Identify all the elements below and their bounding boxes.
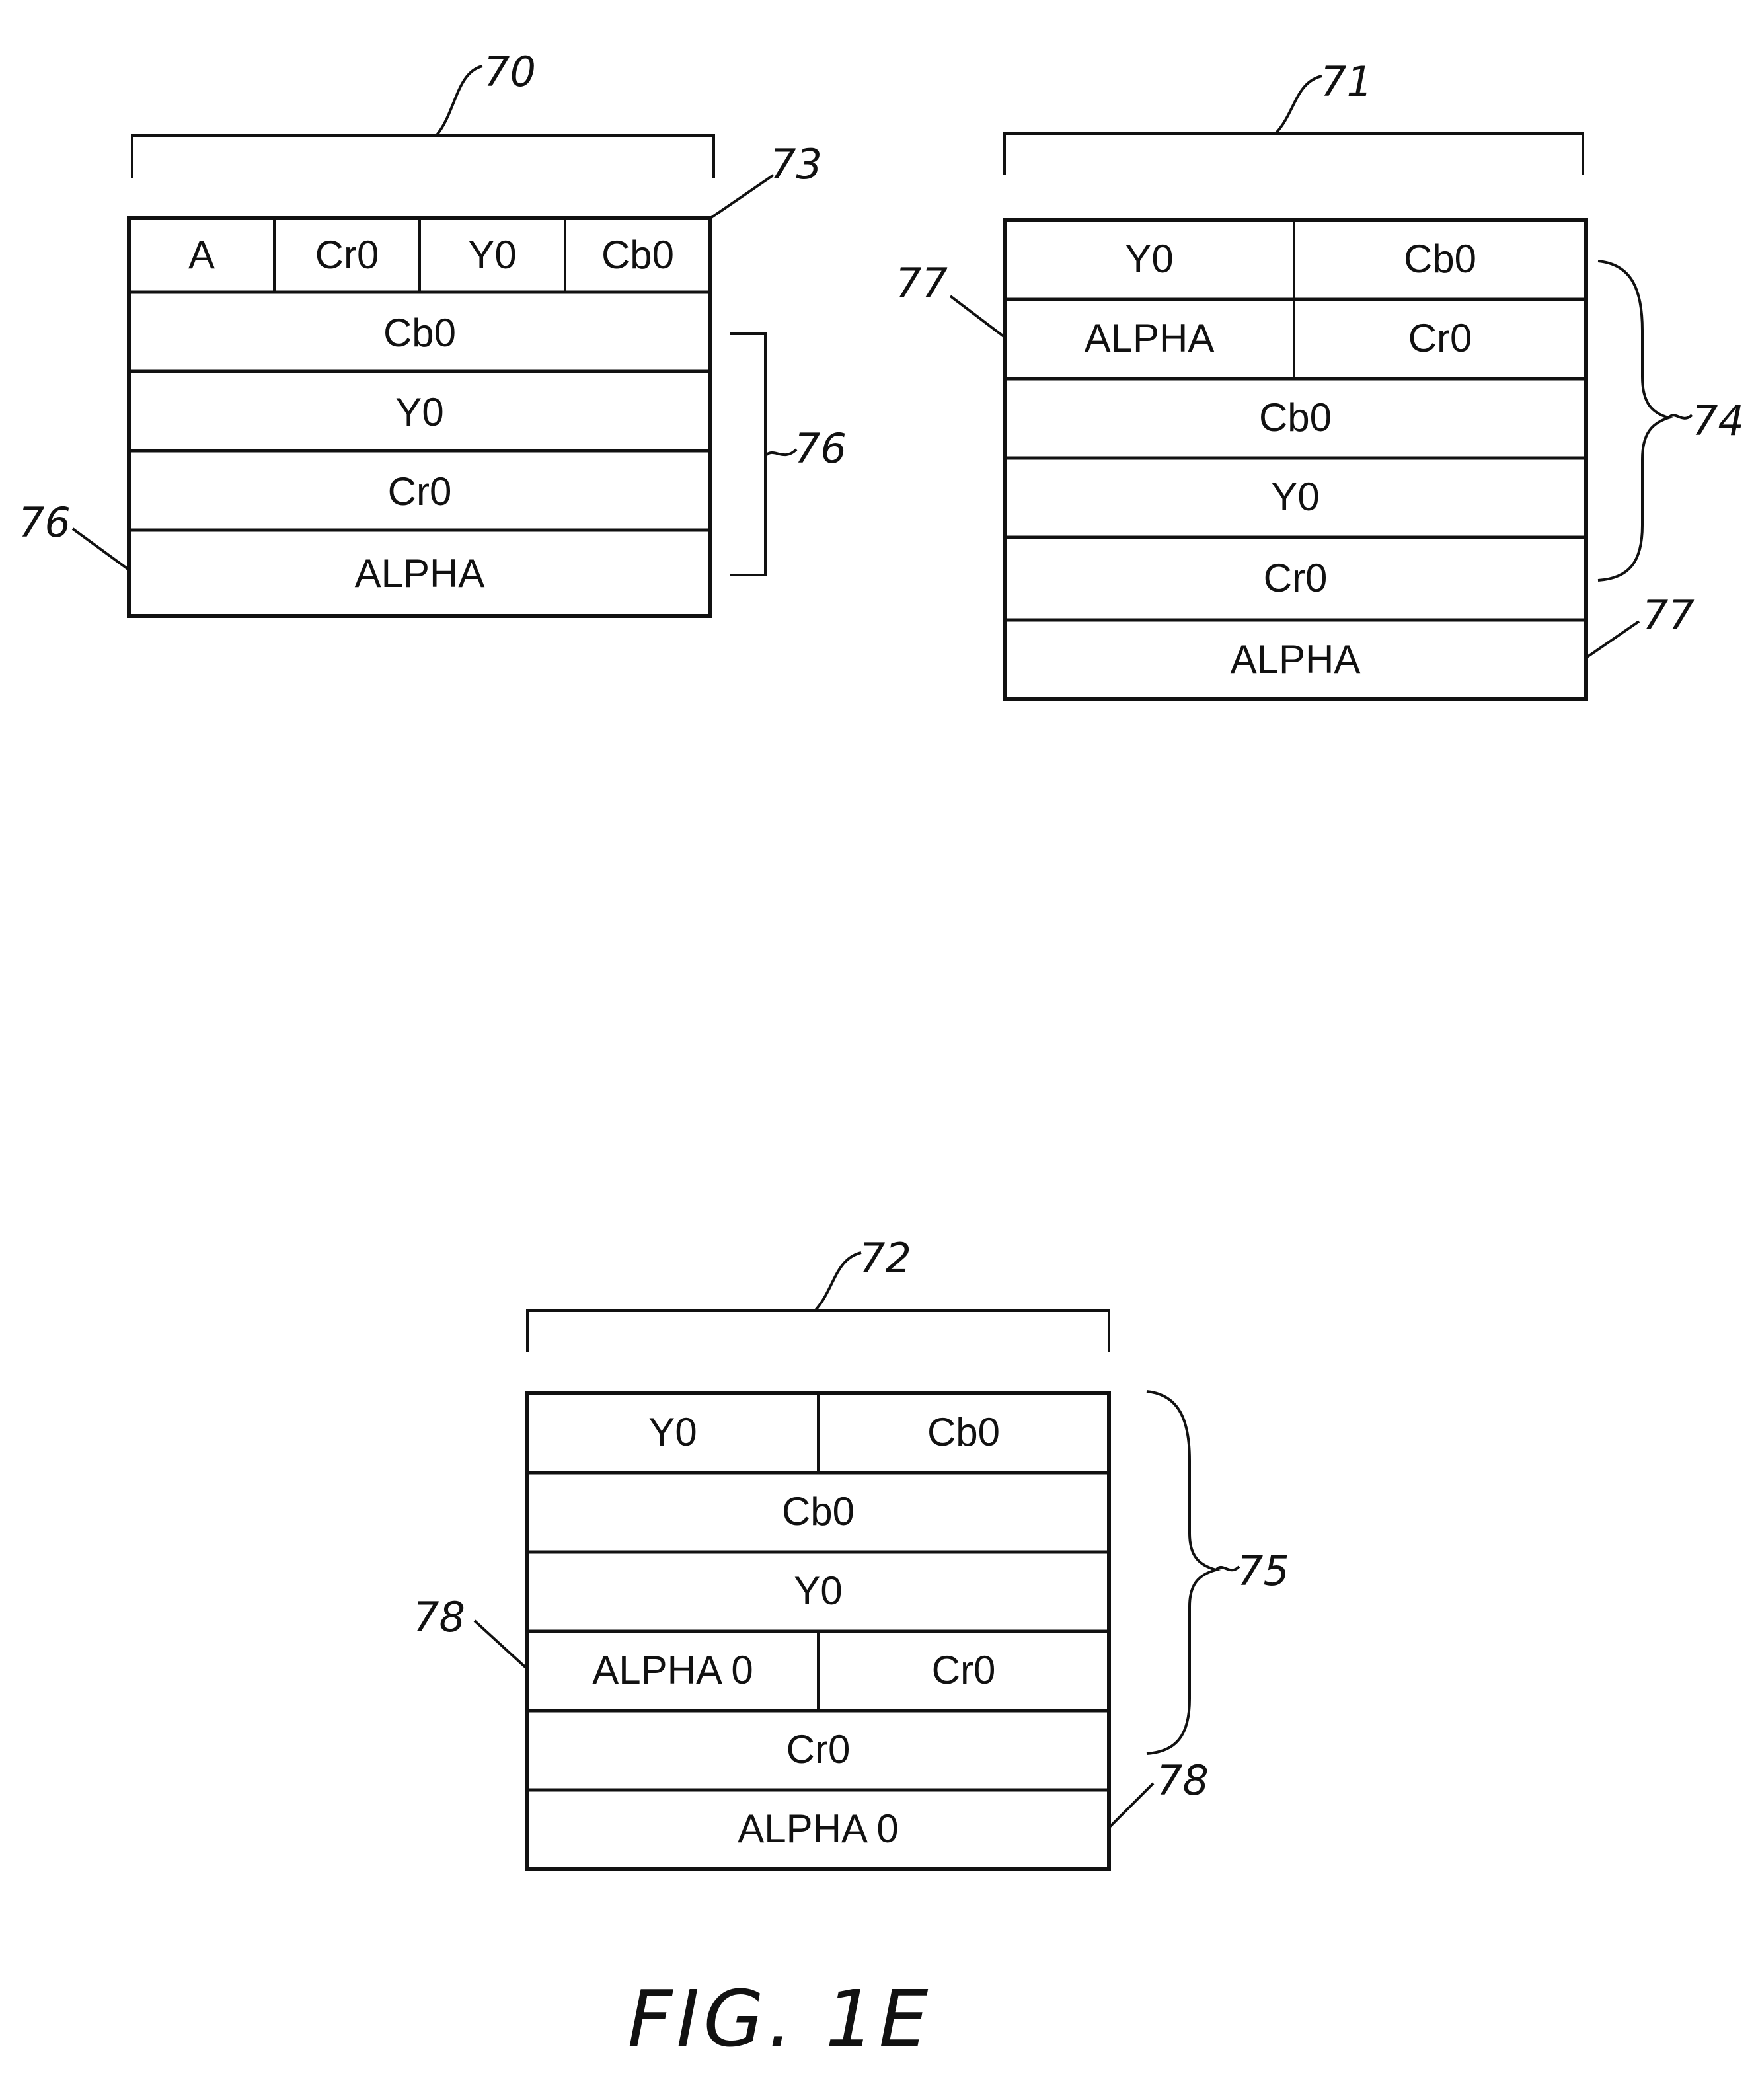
format-70-row-label: Y0 [395, 390, 443, 434]
format-70-row-label: Cb0 [383, 311, 456, 355]
format-71-cell: Cr0 [1408, 316, 1472, 360]
format-71-ref-leader [1276, 76, 1322, 134]
format-71-bottom-leader [1586, 621, 1639, 658]
format-71-cell: Cb0 [1404, 237, 1476, 281]
format-72-ref-label: 72 [859, 1234, 911, 1282]
format-70-ref-label: 70 [484, 48, 536, 96]
format-70-header-cell: Y0 [468, 233, 516, 277]
format-72-bottom-leader [1109, 1783, 1153, 1828]
format-71-cell: Y0 [1125, 237, 1173, 281]
format-70-corner-leader [710, 175, 773, 218]
format-70-header-cell: A [188, 233, 215, 277]
format-70-right-bracket [730, 334, 765, 575]
format-71-top-bracket [1005, 134, 1583, 175]
format-72-row-label: Cr0 [786, 1727, 851, 1771]
format-70-diagram: 70 A Cr0 Y0 Cb0 Cb0 Y0 Cr0 ALPHA 73 76 7… [19, 48, 847, 616]
format-70-row-label: Cr0 [388, 469, 452, 514]
format-72-row-label: ALPHA 0 [738, 1807, 899, 1851]
format-70-top-bracket [132, 136, 714, 178]
format-71-row-label: Y0 [1271, 475, 1319, 519]
format-72-cell: ALPHA 0 [592, 1648, 753, 1692]
format-71-ref-label: 71 [1320, 58, 1373, 106]
format-72-bottom-ref: 78 [1157, 1756, 1209, 1805]
format-70-row-label: ALPHA [355, 551, 485, 596]
format-71-brace-ref: 74 [1692, 397, 1744, 445]
format-70-bracket-leader [765, 449, 796, 456]
figure-caption: FIG. 1E [628, 1973, 933, 2064]
format-70-bracket-ref: 76 [794, 424, 847, 473]
format-71-row-label: ALPHA [1231, 637, 1361, 681]
format-72-left-leader [475, 1621, 527, 1669]
format-71-left-ref: 77 [896, 259, 948, 307]
format-72-row-label: Cb0 [782, 1489, 855, 1534]
format-70-left-ref: 76 [19, 498, 71, 547]
format-72-cell: Cb0 [927, 1410, 1000, 1454]
format-71-cell: ALPHA [1085, 316, 1215, 360]
format-70-header-cell: Cr0 [315, 233, 379, 277]
format-70-header-cell: Cb0 [601, 233, 674, 277]
format-71-bottom-ref: 77 [1642, 591, 1695, 639]
format-72-left-ref: 78 [413, 1593, 465, 1641]
format-72-cell: Y0 [648, 1410, 697, 1454]
format-72-diagram: 72 Y0 Cb0 Cb0 Y0 ALPHA 0 Cr0 Cr0 ALPHA 0… [413, 1234, 1289, 1869]
format-71-row-label: Cr0 [1264, 556, 1328, 600]
format-72-brace-ref: 75 [1237, 1547, 1289, 1595]
format-70-corner-ref: 73 [770, 140, 822, 188]
format-71-diagram: 71 Y0 Cb0 ALPHA Cr0 Cb0 Y0 Cr0 ALPHA 77 … [896, 58, 1744, 699]
format-72-top-bracket [527, 1311, 1109, 1352]
format-70-left-leader [73, 529, 129, 570]
format-71-left-leader [950, 296, 1005, 337]
format-72-cell: Cr0 [932, 1648, 996, 1692]
format-71-row-label: Cb0 [1259, 395, 1332, 440]
format-71-curly-brace [1598, 261, 1669, 580]
format-72-ref-leader [815, 1253, 861, 1311]
format-72-row-label: Y0 [794, 1569, 842, 1613]
format-72-curly-brace [1147, 1391, 1216, 1754]
format-70-ref-leader [436, 66, 482, 136]
